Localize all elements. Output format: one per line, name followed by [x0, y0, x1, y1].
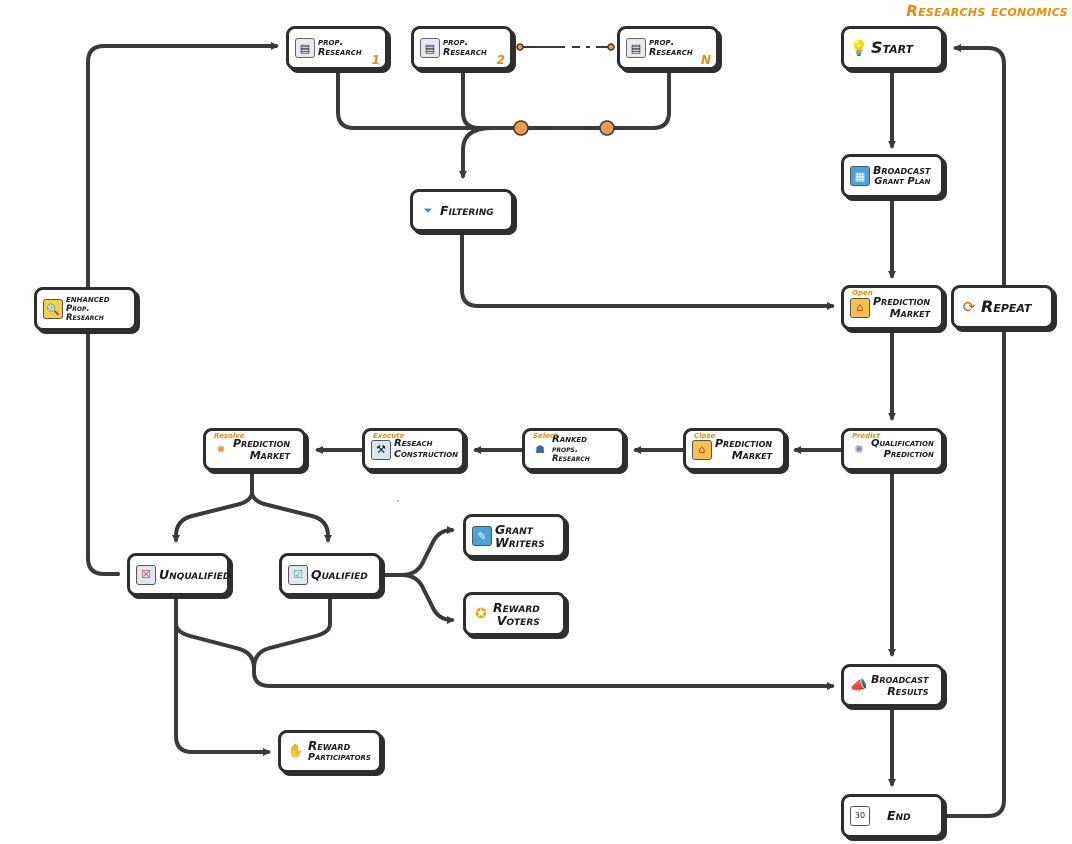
node-label-line2: Market — [889, 306, 931, 320]
node-label: Repeat — [981, 296, 1032, 316]
node-tag: Select — [533, 432, 558, 440]
closed-shop-icon: ⌂ — [692, 439, 712, 460]
node-label-line1: enhanced — [66, 293, 110, 305]
writer-board-icon: ✎ — [472, 526, 492, 546]
merge-dot — [513, 120, 529, 136]
node-label: End — [887, 808, 911, 824]
laptop-document-icon: ▤ — [420, 38, 440, 58]
lightbulb-icon: 💡 — [849, 38, 869, 57]
node-label: Unqualified — [159, 566, 231, 582]
end-node[interactable]: 30 End — [841, 794, 944, 838]
checklist-cross-icon: ☒ — [136, 564, 156, 585]
lightbulb-gear-icon: ✹ — [216, 443, 226, 456]
node-label-line1: Reward — [308, 739, 351, 754]
to-filtering-arrow — [459, 126, 494, 179]
construction-icon: ⚒ — [371, 439, 391, 460]
funnel-icon: ⏷ — [423, 204, 433, 217]
node-label: Qualified — [311, 566, 368, 582]
node-label-line1: Grant — [495, 521, 533, 537]
node-label-line2: Market — [249, 448, 291, 462]
node-label: Filtering — [440, 202, 494, 218]
node-tag: Resolve — [214, 432, 245, 440]
node-label-line2: Prop. Research — [66, 304, 104, 324]
loop-icon: ⟳ — [962, 297, 976, 316]
node-label-line2: Voters — [496, 613, 540, 628]
node-label-line1: Reseach — [394, 438, 433, 450]
node-label-line1: Broadcast — [873, 163, 931, 177]
store-icon: ⌂ — [850, 297, 870, 318]
node-tag: Execute — [373, 432, 405, 440]
repeat-node[interactable]: ⟳ Repeat — [951, 285, 1054, 329]
diagram-title: Researchs economics — [906, 2, 1068, 20]
merge-dot — [599, 120, 615, 136]
node-label-line2: Writers — [495, 535, 545, 550]
to-open-market-arrow — [460, 230, 835, 310]
node-tag: Predict — [852, 432, 881, 440]
to-prop1-arrow — [86, 42, 279, 288]
node-label-line1: Broadcast — [871, 672, 929, 686]
node-label-line1: Prediction — [873, 294, 931, 308]
node-label-line2: Results — [887, 684, 929, 698]
megaphone-icon: 📣 — [850, 677, 868, 694]
node-label-line2: Prediction — [883, 448, 934, 460]
node-tag: Open — [852, 289, 873, 297]
crystal-ball-icon: ✺ — [854, 443, 864, 456]
calendar-30-icon: 30 — [850, 806, 870, 826]
node-label: prop. Research — [443, 37, 487, 58]
node-label-line2: Construction — [394, 448, 458, 460]
prop-research-2-node[interactable]: ▤ prop. Research 2 — [411, 26, 513, 70]
merge-line — [336, 70, 671, 130]
node-tag: Close — [694, 432, 716, 440]
node-number: N — [700, 53, 711, 67]
link-dot — [607, 43, 615, 51]
hand-coin-icon: ✋ — [287, 744, 305, 759]
prop-research-n-node[interactable]: ▤ prop. Research N — [617, 26, 719, 70]
filtering-node[interactable]: ⏷ Filtering — [410, 189, 514, 232]
node-label-line2: Grant Plan — [874, 175, 931, 187]
unqualified-node[interactable]: ☒ Unqualified — [127, 553, 230, 596]
node-number: 2 — [496, 53, 505, 67]
node-label: prop. Research — [318, 37, 362, 58]
laptop-document-icon: ▤ — [295, 38, 315, 58]
node-label-line2: Market — [731, 448, 773, 462]
qualified-node[interactable]: ☑ Qualified — [279, 553, 382, 596]
node-label-line1: Qualification — [871, 438, 934, 449]
node-number: 1 — [371, 53, 380, 67]
node-label-line1: Ranked — [552, 434, 587, 446]
node-label: prop. Research — [649, 37, 693, 58]
medal-icon: ✪ — [475, 606, 487, 622]
node-label-line1: Prediction — [233, 436, 291, 450]
node-label-line1: Reward — [493, 599, 540, 615]
repeat-loop-line — [943, 44, 1006, 818]
link-dot — [516, 43, 524, 51]
node-label: Start — [871, 37, 914, 57]
laptop-document-icon: ▤ — [626, 38, 646, 58]
checklist-check-icon: ☑ — [288, 564, 308, 585]
prop-research-1-node[interactable]: ▤ prop. Research 1 — [286, 26, 388, 70]
ranking-people-icon: ☗ — [535, 443, 545, 456]
start-node[interactable]: 💡 Start — [841, 26, 944, 70]
node-label-line2: props. Research — [552, 444, 590, 464]
node-label-line2: Participators — [308, 751, 371, 763]
calendar-map-icon: ▦ — [850, 166, 870, 186]
document-magnifier-icon: 🔍 — [43, 299, 63, 319]
node-label-line1: Prediction — [715, 436, 773, 450]
